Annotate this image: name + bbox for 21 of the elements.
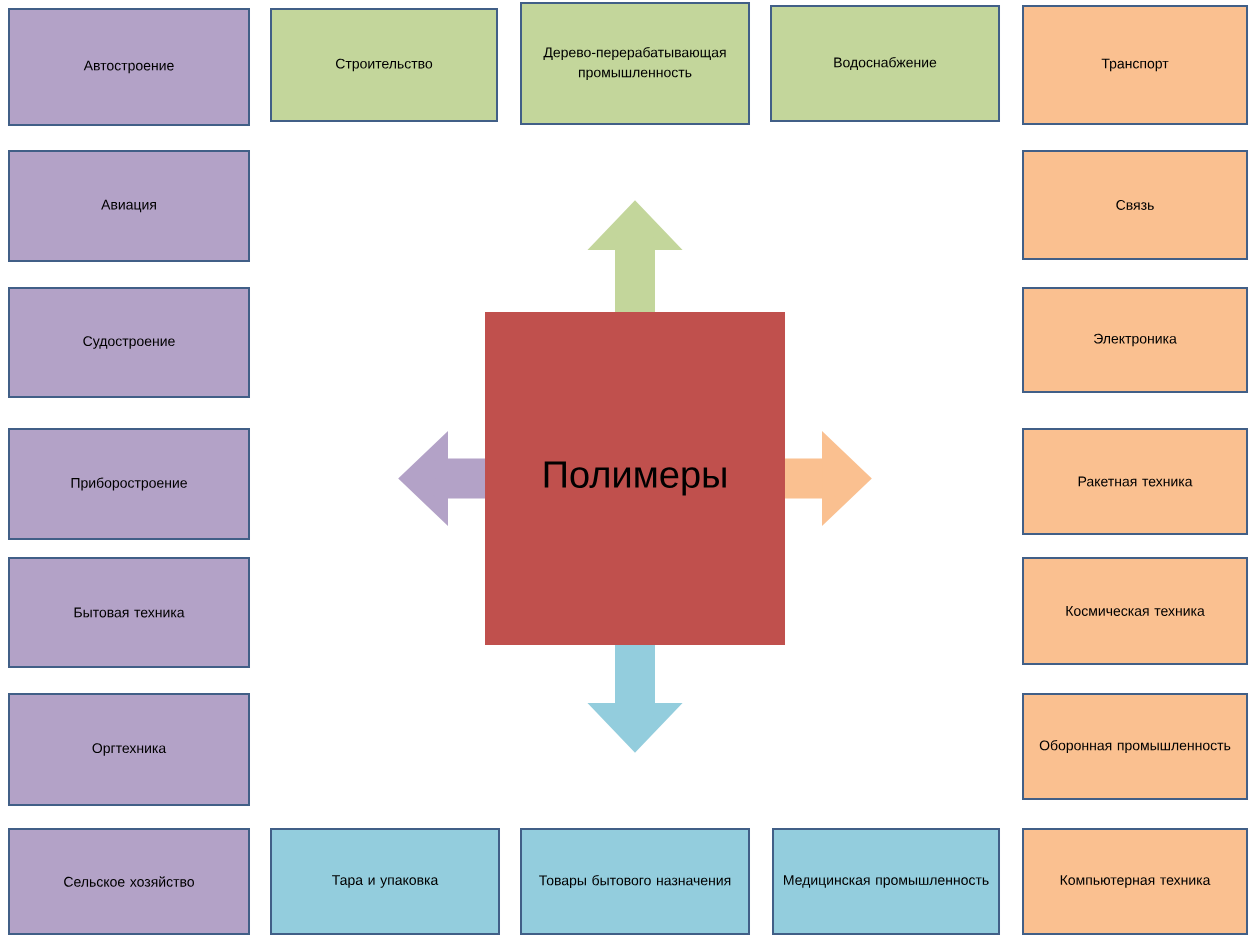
category-box: Тара и упаковка (270, 828, 500, 935)
category-box: Дерево-перерабатывающая промышленность (520, 2, 750, 125)
category-box: Оборонная промышленность (1022, 693, 1248, 800)
category-box: Строительство (270, 8, 498, 122)
category-box: Транспорт (1022, 5, 1248, 125)
category-box: Медицинская промышленность (772, 828, 1000, 935)
category-box: Ракетная техника (1022, 428, 1248, 535)
category-box: Электроника (1022, 287, 1248, 393)
category-box: Космическая техника (1022, 557, 1248, 665)
category-box: Товары бытового назначения (520, 828, 750, 935)
category-box: Приборостроение (8, 428, 250, 540)
center-box: Полимеры (485, 312, 785, 645)
category-box: Автостроение (8, 8, 250, 126)
category-box: Сельское хозяйство (8, 828, 250, 935)
category-box: Водоснабжение (770, 5, 1000, 122)
category-box: Бытовая техника (8, 557, 250, 668)
category-box: Компьютерная техника (1022, 828, 1248, 935)
category-box: Оргтехника (8, 693, 250, 806)
category-box: Авиация (8, 150, 250, 262)
category-box: Судостроение (8, 287, 250, 398)
category-box: Связь (1022, 150, 1248, 260)
